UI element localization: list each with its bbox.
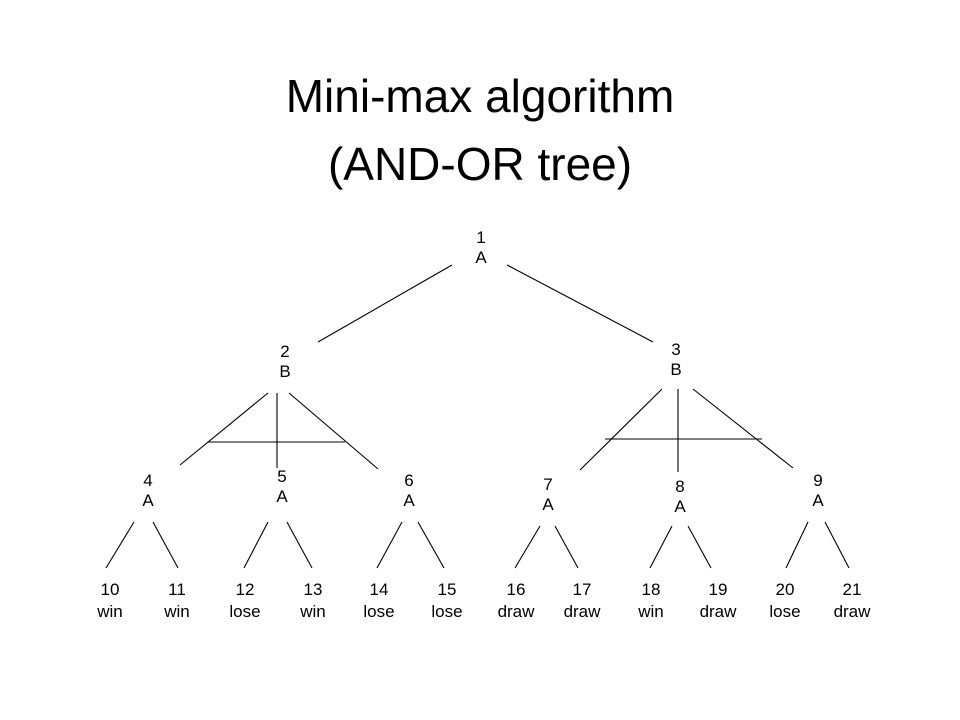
node-number: 8	[675, 477, 684, 496]
node-5: 5A	[276, 467, 288, 506]
node-3: 3B	[670, 340, 681, 379]
node-6: 6A	[403, 471, 415, 510]
node-label: B	[670, 360, 681, 379]
node-number: 17	[573, 580, 592, 599]
node-number: 21	[843, 580, 862, 599]
node-number: 4	[143, 471, 152, 490]
node-label: win	[637, 602, 664, 621]
edge-6-14	[376, 521, 403, 569]
edge-4-10	[105, 521, 135, 569]
edge-1-3	[506, 264, 654, 343]
node-4: 4A	[142, 471, 154, 510]
node-number: 1	[476, 228, 485, 247]
node-19: 19 draw	[700, 580, 738, 621]
node-label: draw	[498, 602, 536, 621]
title-line-2: (AND-OR tree)	[327, 138, 633, 190]
edge-3-9	[692, 388, 794, 469]
node-number: 2	[280, 342, 289, 361]
node-label: lose	[769, 602, 800, 621]
node-number: 5	[277, 467, 286, 486]
edge-3-7	[579, 388, 663, 471]
edge-7-17	[554, 525, 579, 569]
node-label: A	[403, 491, 415, 510]
node-1: 1A	[475, 228, 487, 267]
edge-4-11	[152, 521, 179, 569]
edge-9-20	[785, 521, 809, 569]
node-number: 14	[370, 580, 389, 599]
node-label: A	[812, 491, 824, 510]
node-15: 15 lose	[431, 580, 462, 621]
node-11: 11 win	[163, 580, 190, 621]
edge-8-19	[687, 525, 712, 569]
node-label: win	[96, 602, 123, 621]
edge-2-6	[288, 392, 379, 470]
node-2: 2B	[279, 342, 290, 381]
node-label: A	[674, 497, 686, 516]
node-21: 21 draw	[834, 580, 872, 621]
edge-7-16	[514, 525, 541, 569]
node-label: A	[542, 495, 554, 514]
node-label: B	[279, 362, 290, 381]
node-label: lose	[431, 602, 462, 621]
node-number: 3	[671, 340, 680, 359]
edge-8-18	[649, 525, 673, 569]
node-label: lose	[363, 602, 394, 621]
node-number: 11	[168, 580, 186, 599]
node-10: 10 win	[96, 580, 123, 621]
node-7: 7A	[542, 475, 554, 514]
node-label: A	[142, 491, 154, 510]
edge-9-21	[824, 521, 850, 569]
node-label: draw	[834, 602, 872, 621]
node-label: A	[475, 248, 487, 267]
node-16: 16 draw	[498, 580, 536, 621]
node-17: 17 draw	[564, 580, 602, 621]
edge-5-12	[243, 521, 269, 569]
node-number: 10	[101, 580, 120, 599]
edge-2-4	[179, 392, 269, 466]
edge-1-2	[317, 264, 453, 343]
edge-5-13	[286, 521, 313, 569]
node-label: lose	[229, 602, 260, 621]
node-number: 12	[236, 580, 255, 599]
node-9: 9A	[812, 471, 824, 510]
title-line-1: Mini-max algorithm	[285, 70, 675, 122]
node-number: 18	[642, 580, 661, 599]
node-label: win	[299, 602, 326, 621]
node-12: 12 lose	[229, 580, 260, 621]
node-label: draw	[700, 602, 738, 621]
node-number: 20	[776, 580, 795, 599]
node-number: 15	[438, 580, 457, 599]
node-label: A	[276, 487, 288, 506]
node-label: draw	[564, 602, 602, 621]
node-13: 13 win	[299, 580, 326, 621]
node-number: 16	[507, 580, 526, 599]
node-label: win	[163, 602, 190, 621]
node-number: 9	[813, 471, 822, 490]
node-number: 19	[709, 580, 728, 599]
node-18: 18 win	[637, 580, 664, 621]
node-number: 6	[404, 471, 413, 490]
node-number: 13	[304, 580, 323, 599]
node-number: 7	[543, 475, 552, 494]
node-14: 14 lose	[363, 580, 394, 621]
node-8: 8A	[674, 477, 686, 516]
node-20: 20 lose	[769, 580, 800, 621]
edge-6-15	[417, 521, 445, 569]
